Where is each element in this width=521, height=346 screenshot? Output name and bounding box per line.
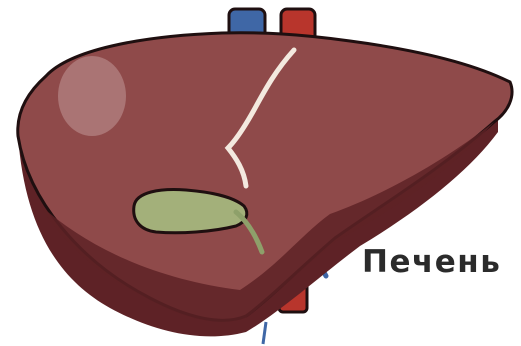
liver (18, 33, 512, 337)
liver-highlight (58, 56, 126, 136)
organ-label: Печень (362, 247, 501, 278)
vessel-tail (263, 322, 266, 344)
